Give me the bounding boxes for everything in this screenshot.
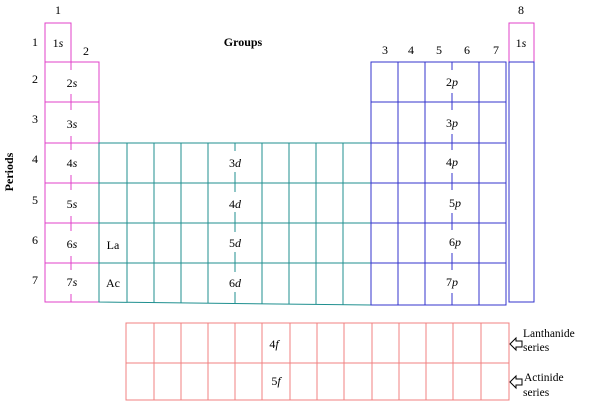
groups-title: Groups (224, 35, 263, 49)
d-orbital-label: 3d (229, 156, 242, 170)
d-orbital-label: 4d (229, 197, 242, 211)
s-orbital-label: 6s (67, 237, 78, 251)
s-block-labels: 1s 2s 3s 4s 5s 6s 7s (53, 36, 78, 289)
group-number-6: 6 (464, 43, 470, 57)
group-number-7: 7 (493, 43, 499, 57)
lanthanide-series-label-line2: series (523, 342, 550, 354)
series-arrows (509, 336, 523, 390)
d-block (98, 142, 372, 306)
lanthanide-series-label-line1: Lanthanide (523, 328, 575, 340)
p-orbital-label: 2p (446, 75, 458, 89)
period-number-7: 7 (32, 273, 38, 287)
group-number-3: 3 (382, 43, 388, 57)
period-number-1: 1 (32, 35, 38, 49)
group-number-8: 8 (518, 3, 524, 17)
d-orbital-label: 5d (229, 236, 242, 250)
period-number-6: 6 (32, 233, 38, 247)
d-orbital-label: 6d (229, 276, 242, 290)
lanthanum-label: La (107, 238, 120, 252)
p-block-labels: 2p 3p 4p 5p 6p 7p (446, 75, 461, 289)
s-orbital-label: 2s (67, 76, 78, 90)
actinide-arrow-icon (509, 374, 523, 390)
f-block-labels: 4f 5f (269, 337, 282, 388)
period-number-3: 3 (32, 112, 38, 126)
periods-axis-label: Periods (2, 152, 16, 191)
s-block (44, 22, 100, 303)
group-number-2: 2 (83, 44, 89, 58)
period-number-5: 5 (32, 193, 38, 207)
p-orbital-label: 5p (449, 196, 461, 210)
s-block-outline (44, 61, 100, 303)
p-orbital-label: 3p (446, 116, 458, 130)
f-orbital-label: 4f (269, 337, 280, 351)
p-block (370, 61, 507, 306)
series-labels: Lanthanide series Actinide series (523, 328, 575, 399)
d-block-labels: 3d 4d 5d 6d La Ac (106, 156, 242, 290)
s-orbital-label: 1s (53, 36, 64, 50)
f-block (125, 322, 510, 401)
lanthanide-arrow-icon (509, 336, 523, 352)
group8-column (508, 22, 535, 303)
p-orbital-label: 6p (449, 235, 461, 249)
actinide-series-label-line2: series (523, 387, 550, 399)
p-orbital-label: 4p (446, 155, 458, 169)
actinium-label: Ac (106, 276, 120, 290)
s-orbital-label: 5s (67, 197, 78, 211)
group-number-5: 5 (436, 43, 442, 57)
period-numbers: 1 2 3 4 5 6 7 (32, 35, 38, 287)
s-orbital-label: 7s (67, 275, 78, 289)
group-number-4: 4 (408, 43, 414, 57)
period-number-4: 4 (32, 152, 38, 166)
actinide-series-label-line1: Actinide (524, 372, 564, 384)
group-numbers: 1 2 3 4 5 6 7 8 (55, 3, 524, 58)
s-orbital-label: 4s (67, 156, 78, 170)
group-number-1: 1 (55, 3, 61, 17)
helium-orbital-label: 1s (516, 36, 527, 50)
f-orbital-label: 5f (271, 374, 282, 388)
period-number-2: 2 (32, 72, 38, 86)
s-orbital-label: 3s (67, 117, 78, 131)
p-orbital-label: 7p (446, 275, 458, 289)
group8-outline (508, 61, 535, 303)
